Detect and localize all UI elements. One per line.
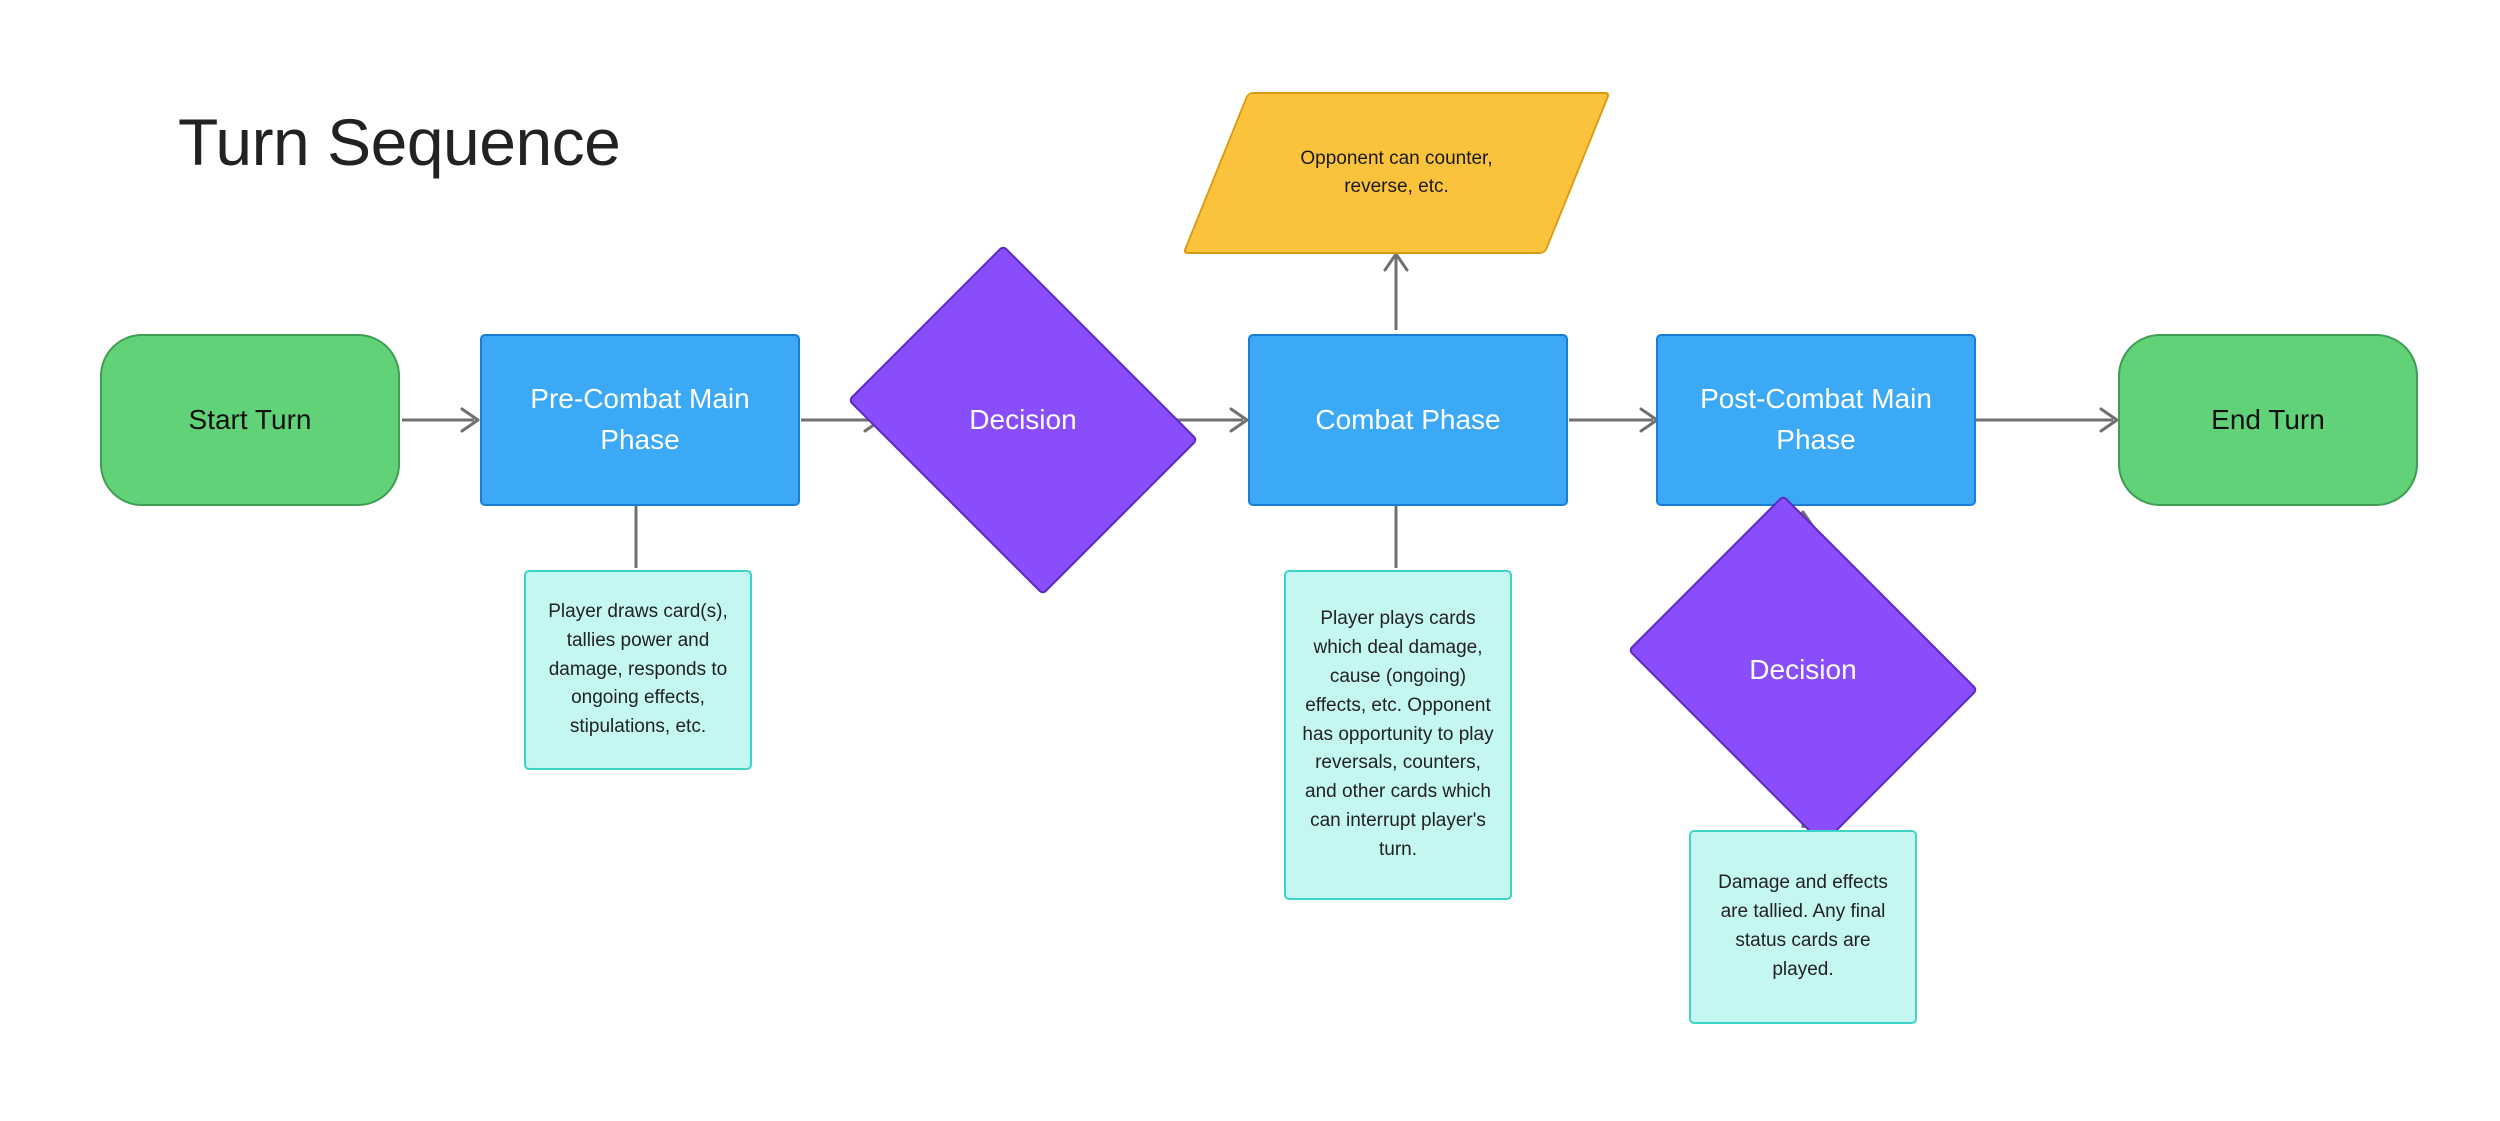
- edge-post-combat-to-end-turn: [1976, 407, 2119, 433]
- node-post-combat-main-phase[interactable]: Post-Combat Main Phase: [1656, 334, 1976, 506]
- node-end-turn-label: End Turn: [2211, 404, 2325, 436]
- node-start-turn[interactable]: Start Turn: [100, 334, 400, 506]
- node-combat-phase[interactable]: Combat Phase: [1248, 334, 1568, 506]
- node-start-turn-label: Start Turn: [188, 404, 312, 436]
- node-end-turn[interactable]: End Turn: [2118, 334, 2418, 506]
- node-combat-phase-label: Combat Phase: [1315, 403, 1501, 435]
- note-post-combat-main-phase[interactable]: Damage and effects are tallied. Any fina…: [1689, 830, 1917, 1024]
- edge-combat-to-opponent-counter: [1383, 252, 1409, 330]
- node-decision-1[interactable]: Decision: [847, 244, 1199, 596]
- page-title: Turn Sequence: [178, 105, 621, 179]
- node-pre-combat-main-phase[interactable]: Pre-Combat Main Phase: [480, 334, 800, 506]
- note-pre-combat-main-phase-text: Player draws card(s), tallies power and …: [548, 600, 728, 738]
- node-opponent-can-counter-label: Opponent can counter, reverse, etc.: [1300, 147, 1493, 198]
- note-pre-combat-main-phase[interactable]: Player draws card(s), tallies power and …: [524, 570, 752, 770]
- note-combat-phase[interactable]: Player plays cards which deal damage, ca…: [1284, 570, 1512, 900]
- node-post-combat-main-phase-label: Post-Combat Main Phase: [1700, 383, 1932, 455]
- node-opponent-can-counter[interactable]: Opponent can counter, reverse, etc.: [1182, 92, 1611, 254]
- node-pre-combat-main-phase-label: Pre-Combat Main Phase: [530, 383, 750, 455]
- node-decision-1-label: Decision: [969, 404, 1077, 436]
- note-combat-phase-text: Player plays cards which deal damage, ca…: [1302, 608, 1494, 861]
- node-decision-2-label: Decision: [1749, 654, 1857, 686]
- node-decision-2[interactable]: Decision: [1627, 494, 1979, 846]
- edge-combat-to-post-combat: [1569, 407, 1659, 433]
- note-post-combat-main-phase-text: Damage and effects are tallied. Any fina…: [1718, 872, 1888, 980]
- edge-start-to-pre-combat: [402, 407, 480, 433]
